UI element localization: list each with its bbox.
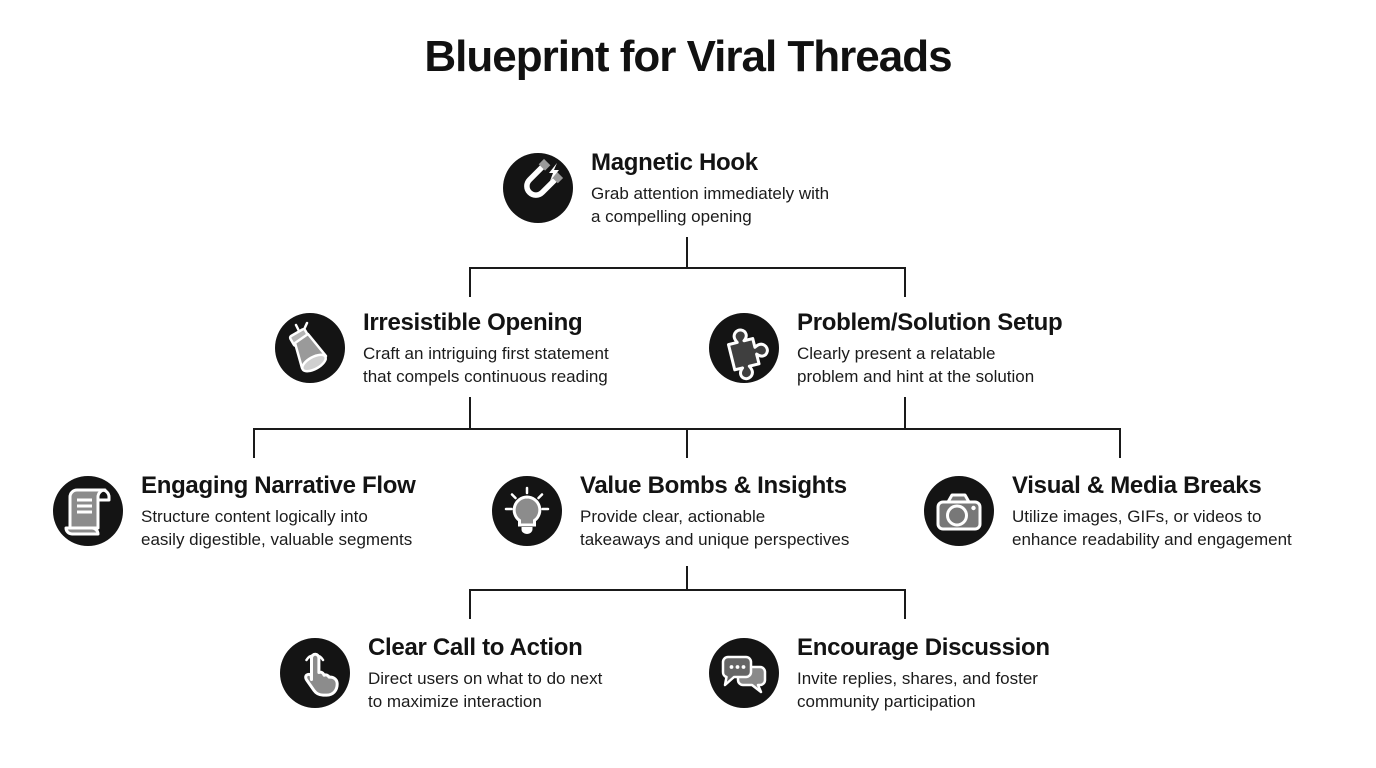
- scroll-icon: [53, 476, 123, 546]
- connector-drop-engaging-narrative: [253, 428, 255, 458]
- node-title: Encourage Discussion: [797, 633, 1050, 661]
- node-value-bombs-insights: Value Bombs & Insights Provide clear, ac…: [492, 468, 849, 554]
- node-description: Provide clear, actionable takeaways and …: [580, 506, 850, 549]
- connector-stem-irresistible-opening: [469, 397, 471, 429]
- magnet-icon: [503, 153, 573, 223]
- node-description: Clearly present a relatable problem and …: [797, 343, 1035, 386]
- connector-bar-level4: [469, 589, 906, 591]
- node-problem-solution-setup: Problem/Solution Setup Clearly present a…: [709, 305, 1063, 391]
- connector-stem-value-bombs: [686, 566, 688, 590]
- spotlight-icon: [275, 313, 345, 383]
- node-title: Problem/Solution Setup: [797, 308, 1063, 336]
- node-title: Magnetic Hook: [591, 148, 758, 176]
- node-encourage-discussion: Encourage Discussion Invite replies, sha…: [709, 630, 1050, 716]
- connector-drop-visual-media: [1119, 428, 1121, 458]
- lightbulb-icon: [492, 476, 562, 546]
- puzzle-icon: [709, 313, 779, 383]
- node-magnetic-hook: Magnetic Hook Grab attention immediately…: [503, 145, 829, 231]
- connector-drop-clear-call: [469, 589, 471, 619]
- node-visual-media-breaks: Visual & Media Breaks Utilize images, GI…: [924, 468, 1292, 554]
- connector-drop-problem-solution: [904, 267, 906, 297]
- connector-stem-magnetic-hook: [686, 237, 688, 268]
- node-title: Value Bombs & Insights: [580, 471, 847, 499]
- node-engaging-narrative-flow: Engaging Narrative Flow Structure conten…: [53, 468, 416, 554]
- node-description: Invite replies, shares, and foster commu…: [797, 668, 1038, 711]
- connector-stem-problem-solution: [904, 397, 906, 429]
- node-title: Engaging Narrative Flow: [141, 471, 416, 499]
- connector-drop-value-bombs: [686, 428, 688, 458]
- node-description: Grab attention immediately with a compel…: [591, 183, 830, 226]
- node-description: Craft an intriguing first statement that…: [363, 343, 609, 386]
- tap-hand-icon: [280, 638, 350, 708]
- node-title: Irresistible Opening: [363, 308, 583, 336]
- connector-bar-level2: [469, 267, 906, 269]
- node-description: Utilize images, GIFs, or videos to enhan…: [1012, 506, 1292, 549]
- connector-drop-irresistible-opening: [469, 267, 471, 297]
- node-clear-call-to-action: Clear Call to Action Direct users on wha…: [280, 630, 602, 716]
- connector-drop-encourage-discussion: [904, 589, 906, 619]
- page-title: Blueprint for Viral Threads: [424, 32, 952, 81]
- node-title: Clear Call to Action: [368, 633, 583, 661]
- camera-icon: [924, 476, 994, 546]
- chat-bubbles-icon: [709, 638, 779, 708]
- node-irresistible-opening: Irresistible Opening Craft an intriguing…: [275, 305, 609, 391]
- node-title: Visual & Media Breaks: [1012, 471, 1262, 499]
- node-description: Structure content logically into easily …: [141, 506, 413, 549]
- node-description: Direct users on what to do next to maxim…: [368, 668, 603, 711]
